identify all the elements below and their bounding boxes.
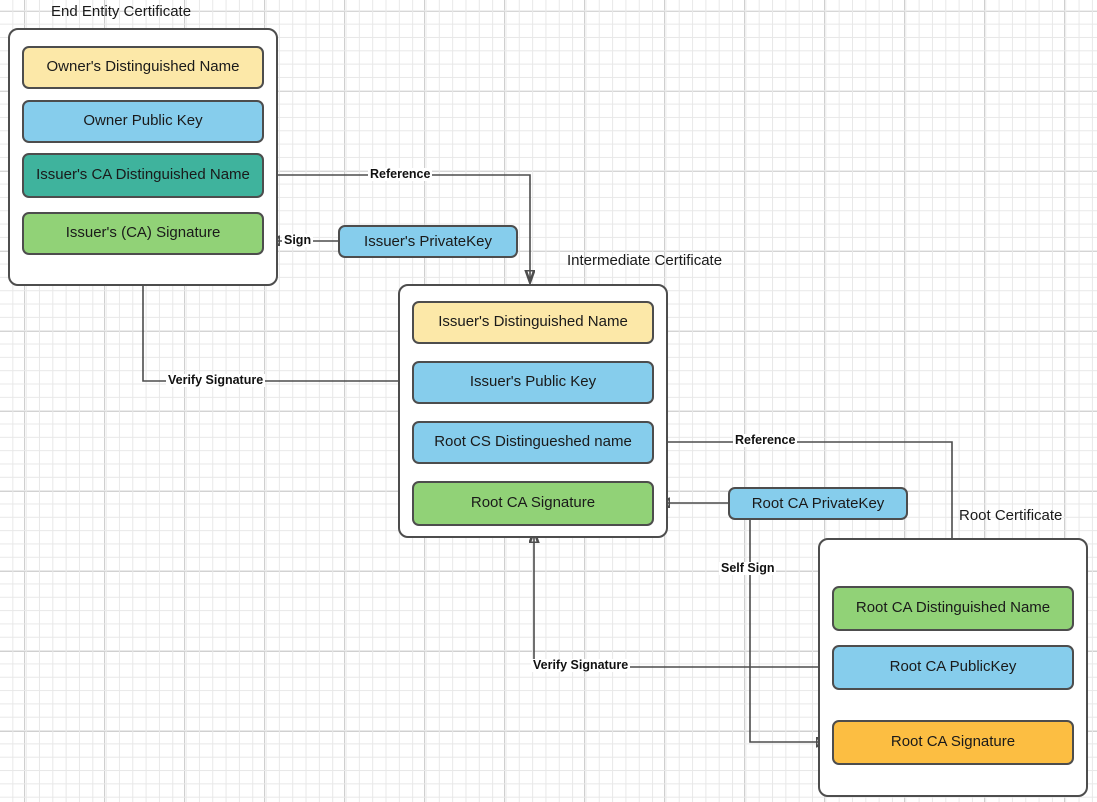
field-root-ca-signature[interactable]: Root CA Signature [832,720,1074,765]
end-entity-certificate-title: End Entity Certificate [51,3,192,20]
edge-label-self-sign: Self Sign [719,561,777,575]
field-issuers-ca-signature[interactable]: Issuer's (CA) Signature [22,212,264,255]
field-owner-public-key[interactable]: Owner Public Key [22,100,264,143]
field-issuers-ca-distinguished-name[interactable]: Issuer's CA Distinguished Name [22,153,264,198]
edge-verify-signature-bottom [534,531,832,668]
root-certificate-title: Root Certificate [959,507,1063,524]
edge-label-reference-top: Reference [368,167,433,181]
edge-label-reference-bottom: Reference [733,433,798,447]
field-owners-distinguished-name[interactable]: Owner's Distinguished Name [22,46,264,89]
field-issuers-distinguished-name[interactable]: Issuer's Distinguished Name [412,301,654,344]
root-ca-private-key-box[interactable]: Root CA PrivateKey [728,487,908,520]
issuers-private-key-box[interactable]: Issuer's PrivateKey [338,225,518,258]
field-root-ca-distinguished-name[interactable]: Root CA Distinguished Name [832,586,1074,631]
edge-label-sign: Sign [282,233,314,247]
field-intermediate-root-ca-signature[interactable]: Root CA Signature [412,481,654,526]
intermediate-certificate-title: Intermediate Certificate [567,252,723,269]
edge-label-verify-signature-top: Verify Signature [166,373,266,387]
field-issuers-public-key[interactable]: Issuer's Public Key [412,361,654,404]
edge-self-sign [749,519,828,742]
edge-label-verify-signature-bottom: Verify Signature [531,658,631,672]
field-root-ca-public-key[interactable]: Root CA PublicKey [832,645,1074,690]
field-root-cs-distingueshed-name[interactable]: Root CS Distingueshed name [412,421,654,464]
